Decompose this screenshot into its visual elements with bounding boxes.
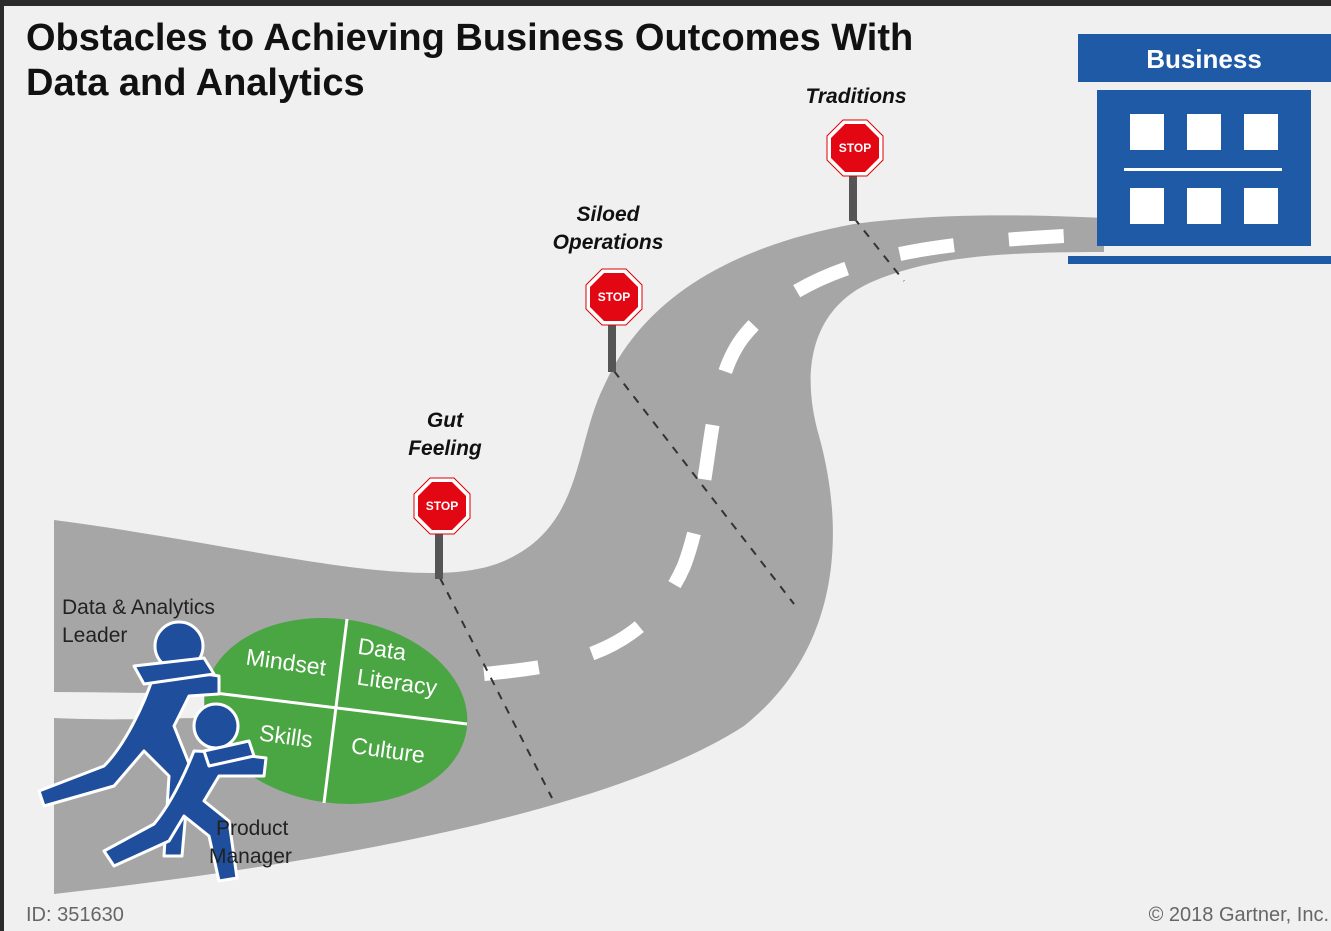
stop-sign-gut-feeling: STOP: [413, 477, 471, 579]
business-label: Business: [1146, 44, 1262, 74]
role-pm-line2: Manager: [209, 845, 292, 868]
diagram-frame: Obstacles to Achieving Business Outcomes…: [4, 6, 1331, 931]
obstacle-line-3: [853, 217, 905, 282]
road: [54, 215, 1104, 894]
stop-label-2: STOP: [598, 290, 630, 304]
obstacle-label-siloed-line2: Operations: [553, 231, 664, 254]
obstacle-line-2: [613, 370, 795, 605]
stop-label-3: STOP: [839, 141, 871, 155]
road-scene: STOP Gut Feeling STOP Siloed Operations …: [37, 34, 1331, 894]
stop-label-1: STOP: [426, 499, 458, 513]
title-line-1: Obstacles to Achieving Business Outcomes…: [26, 17, 914, 59]
business-building-icon: [1068, 34, 1331, 264]
page-title: Obstacles to Achieving Business Outcomes…: [26, 16, 1026, 106]
obstacle-label-gut-line1: Gut: [427, 409, 464, 432]
role-leader-line1: Data & Analytics: [62, 596, 215, 619]
stop-sign-siloed-operations: STOP: [585, 268, 643, 372]
copyright: © 2018 Gartner, Inc.: [1148, 904, 1329, 926]
obstacle-label-siloed-line1: Siloed: [576, 203, 640, 226]
stop-sign-traditions: STOP: [826, 119, 884, 221]
road-centre-line: [483, 227, 1105, 681]
capability-wheel: [204, 618, 468, 804]
title-line-2: Data and Analytics: [26, 62, 365, 104]
product-manager-figure-icon: [102, 702, 268, 883]
obstacle-label-gut-line2: Feeling: [408, 437, 482, 460]
role-pm-line1: Product: [216, 817, 289, 840]
role-leader-line2: Leader: [62, 624, 127, 647]
obstacle-label-traditions: Traditions: [805, 85, 906, 108]
document-id: ID: 351630: [26, 904, 124, 926]
